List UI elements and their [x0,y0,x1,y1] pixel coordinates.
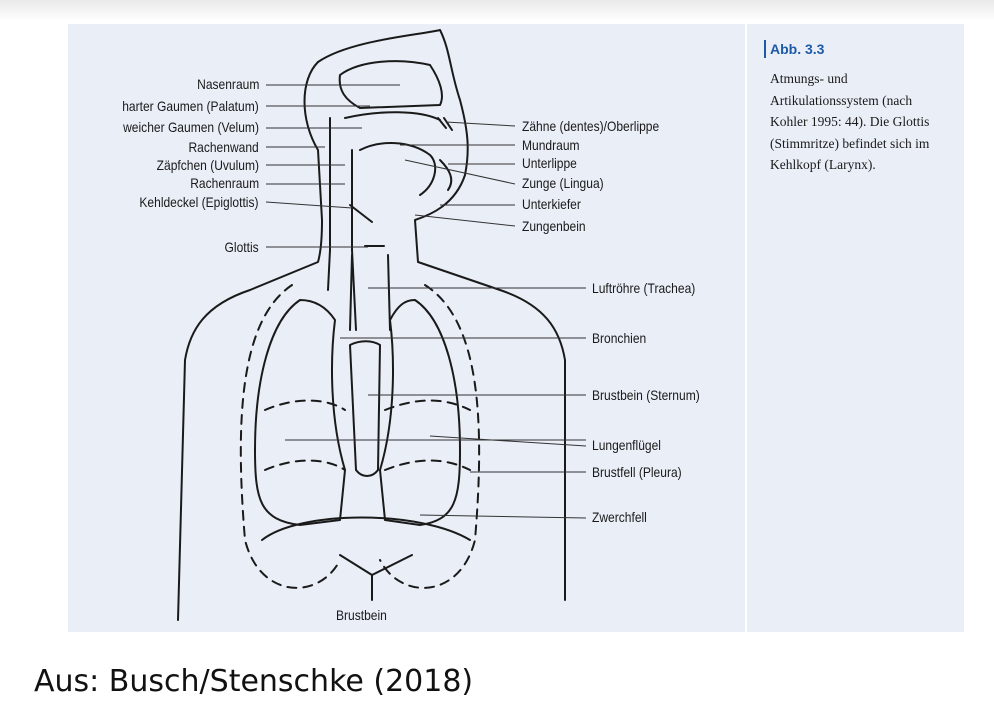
label-sternum: Brustbein (Sternum) [592,387,700,403]
lung-right [379,299,461,526]
label-rachenraum: Rachenraum [190,175,259,191]
label-pleura: Brustfell (Pleura) [592,464,682,480]
brustbein-bracket [339,554,413,601]
panel-divider [745,24,747,632]
pleura-left [239,284,341,589]
tongue [359,142,437,196]
trachea-right [387,254,391,331]
label-unterkiefer: Unterkiefer [522,196,581,212]
label-zungenbein: Zungenbein [522,218,586,234]
leader-epiglottis [265,201,353,209]
label-uvulum: Zäpfchen (Uvulum) [156,157,259,173]
nasal-cavity [338,60,443,109]
top-strip [0,0,994,22]
leader-lungenfluegel-b [429,435,587,447]
lower-lip [439,159,453,191]
leader-zwerchfell [419,514,587,519]
pharynx-right [351,149,357,331]
pharynx-left [327,117,331,291]
throat-outer [317,29,566,601]
leader-zunge [404,159,516,185]
trachea-left [349,254,353,331]
label-lungenfluegel: Lungenflügel [592,437,661,453]
rib-lines [264,399,471,471]
diaphragm [261,516,471,541]
label-palatum: harter Gaumen (Palatum) [122,98,259,114]
label-bronchien: Bronchien [592,330,647,346]
figure-caption: Abb. 3.3 Atmungs- und Artikulationssyste… [764,40,945,176]
sternum [349,340,381,477]
face-outline [177,61,323,621]
lung-left [254,299,346,526]
figure-panel [68,24,964,632]
label-brustbein-bottom: Brustbein [336,607,387,623]
caption-text: Atmungs- und Artikulationssystem (nach K… [770,71,930,172]
pleura-right [379,284,481,589]
palate [344,111,441,121]
label-nasenraum: Nasenraum [196,76,259,92]
label-glottis: Glottis [224,239,259,255]
epiglottis [349,204,373,223]
label-mundraum: Mundraum [522,137,580,153]
caption-title: Abb. 3.3 [764,40,945,58]
label-trachea: Luftröhre (Trachea) [592,280,696,296]
label-rachenwand: Rachenwand [188,139,259,155]
label-zwerchfell: Zwerchfell [592,509,647,525]
leader-zungenbein [414,214,516,227]
teeth [437,117,453,131]
leader-zaehne [445,121,516,127]
label-zunge: Zunge (Lingua) [522,175,604,191]
label-epiglottis: Kehldeckel (Epiglottis) [139,194,259,210]
label-velum: weicher Gaumen (Velum) [123,119,259,135]
label-unterlippe: Unterlippe [522,155,577,171]
source-citation: Aus: Busch/Stenschke (2018) [34,664,474,699]
label-zaehne: Zähne (dentes)/Oberlippe [522,118,660,134]
